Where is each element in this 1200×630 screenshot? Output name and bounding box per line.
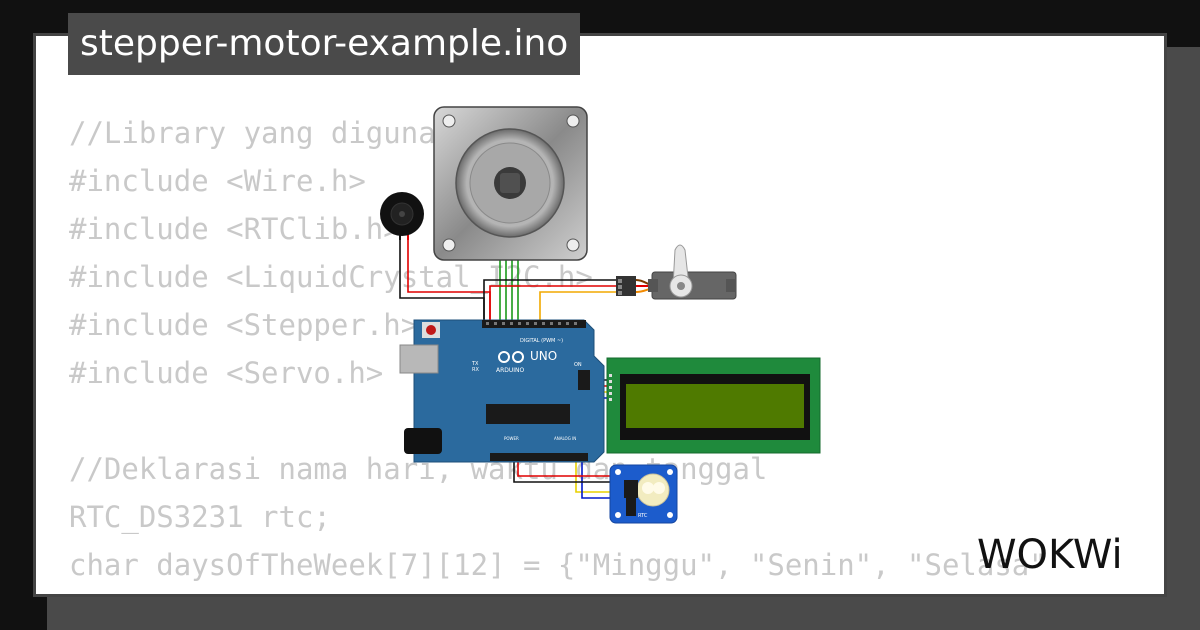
code-line: #include <Servo.h> [69,356,384,390]
code-line: //Deklarasi nama hari, waktu dan tanggal [69,452,768,486]
digital-label: DIGITAL (PWM ~) [520,338,563,344]
on-label: ON [574,362,582,368]
arduino-uno-board: DIGITAL (PWM ~) UNO ARDUINO TX RX ON POW… [399,319,605,463]
servo-motor [616,244,737,300]
project-title: stepper-motor-example.ino [68,13,581,75]
arduino-logo [498,351,524,363]
code-line: #include <RTClib.h> [69,212,401,246]
rtc-module: RTC [609,464,678,524]
code-line: RTC_DS3231 rtc; [69,500,331,534]
tx-label: TX [471,361,479,367]
stepper-motor [433,106,588,261]
code-line: char daysOfTheWeek[7][12] = {"Minggu", "… [69,548,1047,582]
code-preview: //Library yang digunakan #include <Wire.h… [69,109,1047,594]
rx-label: RX [472,367,479,373]
buzzer [380,192,424,240]
board-brand: ARDUINO [496,367,525,374]
wokwi-logo: WOKWi [977,532,1123,578]
analog-label: ANALOG IN [554,436,576,441]
wokwi-logo-text: WOKWi [977,532,1123,578]
code-line: #include <LiquidCrystal_I2C.h> [69,260,593,294]
lcd-display [606,357,821,454]
rtc-label: RTC [638,513,648,519]
power-label: POWER [504,436,519,441]
preview-card: //Library yang digunakan #include <Wire.h… [33,33,1167,597]
code-line: #include <Stepper.h> [69,308,419,342]
code-line: //Library yang digunakan [69,116,489,150]
board-model: UNO [530,349,557,363]
code-line: #include <Wire.h> [69,164,366,198]
